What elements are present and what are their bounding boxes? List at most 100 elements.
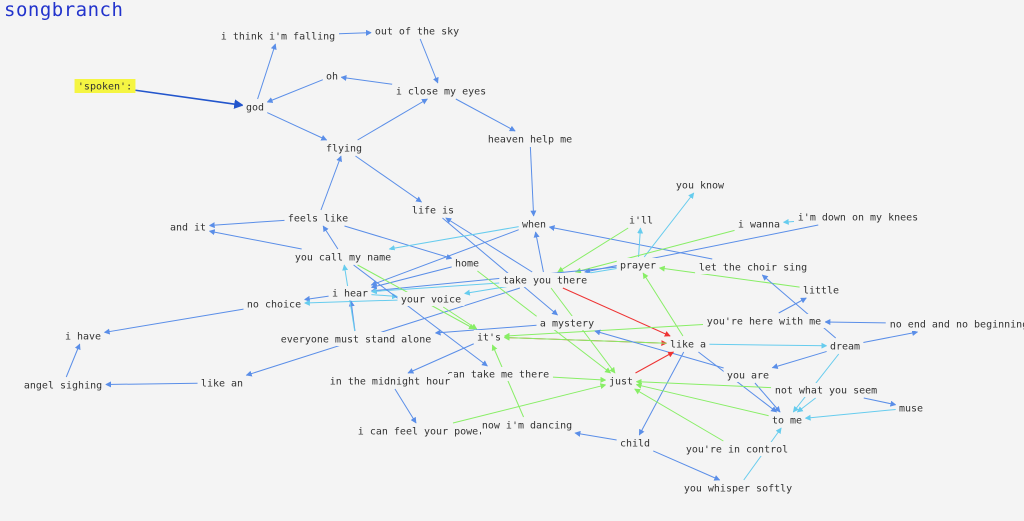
node-can-take[interactable]: can take me there xyxy=(443,367,553,381)
node-background xyxy=(328,286,372,300)
node-choir[interactable]: let the choir sing xyxy=(695,260,811,274)
node-to-me[interactable]: to me xyxy=(768,413,806,427)
app-title: songbranch xyxy=(4,0,124,21)
edge-midnight-to-feel_power xyxy=(394,388,417,424)
node-prayer[interactable]: prayer xyxy=(616,258,660,272)
node-label: your voice xyxy=(401,295,461,306)
node-background xyxy=(326,374,454,388)
node-god[interactable]: god xyxy=(242,100,268,114)
edge-when-to-call_name xyxy=(388,226,519,252)
edge-prayer-to-i_hear xyxy=(370,266,617,294)
node-no-end[interactable]: no end and no beginning xyxy=(885,317,1024,331)
node-dancing[interactable]: now i'm dancing xyxy=(478,418,576,432)
edge-your_voice-to-its xyxy=(442,306,478,330)
node-background xyxy=(484,132,576,146)
node-label: i hear xyxy=(332,289,368,300)
edge-in_control-to-just xyxy=(634,388,724,442)
edge-call_name-to-can_take xyxy=(353,264,488,367)
node-out-sky[interactable]: out of the sky xyxy=(371,24,463,38)
node-child[interactable]: child xyxy=(616,436,654,450)
node-i-have[interactable]: i have xyxy=(61,329,105,343)
node-its[interactable]: it's xyxy=(473,330,505,344)
node-just[interactable]: just xyxy=(605,374,637,388)
node-not-what[interactable]: not what you seem xyxy=(771,383,881,397)
edge-little-to-prayer xyxy=(658,265,800,288)
node-background xyxy=(217,29,339,43)
node-feel-power[interactable]: i can feel your power xyxy=(353,424,489,438)
node-feels-like[interactable]: feels like xyxy=(284,211,352,225)
node-like-an[interactable]: like an xyxy=(197,376,247,390)
edge-to_me-to-just xyxy=(635,382,769,417)
node-heaven[interactable]: heaven help me xyxy=(484,132,576,146)
node-label: let the choir sing xyxy=(699,263,807,274)
node-take-there[interactable]: take you there xyxy=(499,273,591,287)
edge-i_hear-to-your_voice xyxy=(371,293,399,300)
node-label: can take me there xyxy=(447,370,549,381)
edge-i_wanna-to-take_there xyxy=(574,229,735,274)
node-label: home xyxy=(455,259,479,270)
node-background xyxy=(695,260,811,274)
node-i-wanna[interactable]: i wanna xyxy=(734,217,784,231)
node-background xyxy=(284,211,352,225)
node-background xyxy=(166,220,210,234)
node-whisper[interactable]: you whisper softly xyxy=(680,481,796,495)
node-alone[interactable]: everyone must stand alone xyxy=(276,332,436,346)
node-i-hear[interactable]: i hear xyxy=(328,286,372,300)
node-label: muse xyxy=(899,404,923,415)
node-and-it[interactable]: and it xyxy=(166,220,210,234)
node-background xyxy=(242,100,268,114)
node-label: you know xyxy=(676,181,725,192)
edge-think_falling-to-out_sky xyxy=(338,29,372,36)
node-midnight[interactable]: in the midnight hour xyxy=(326,374,454,388)
node-label: child xyxy=(620,439,650,450)
edge-flying-to-close_eyes xyxy=(357,98,428,141)
node-ill[interactable]: i'll xyxy=(625,213,657,227)
node-angel[interactable]: angel sighing xyxy=(20,378,106,392)
edge-call_name-to-feels_like xyxy=(322,225,339,250)
node-label: dream xyxy=(830,342,860,353)
node-background xyxy=(605,374,637,388)
node-label: out of the sky xyxy=(375,27,459,38)
node-background xyxy=(703,314,825,328)
node-label: i'll xyxy=(629,216,653,227)
node-label: flying xyxy=(326,144,362,155)
nodes-layer: 'spoken': god i think i'm falling out of th… xyxy=(20,24,1024,495)
node-when[interactable]: when xyxy=(518,217,550,231)
node-your-voice[interactable]: your voice xyxy=(397,292,465,306)
edge-spoken-to-god xyxy=(135,89,244,109)
node-spoken[interactable]: 'spoken': xyxy=(74,79,136,93)
node-dream[interactable]: dream xyxy=(826,339,864,353)
node-label: not what you seem xyxy=(775,386,877,397)
node-no-choice[interactable]: no choice xyxy=(243,297,305,311)
node-close-eyes[interactable]: i close my eyes xyxy=(392,84,490,98)
node-call-name[interactable]: you call my name xyxy=(291,250,395,264)
node-here-with-me[interactable]: you're here with me xyxy=(703,314,825,328)
node-label: a mystery xyxy=(540,319,594,330)
edge-feels_like-to-home xyxy=(344,225,453,260)
node-background xyxy=(20,378,106,392)
edge-no_choice-to-i_have xyxy=(103,308,244,335)
node-you-are[interactable]: you are xyxy=(723,368,773,382)
node-background xyxy=(478,418,576,432)
node-home[interactable]: home xyxy=(451,256,483,270)
node-in-control[interactable]: you're in control xyxy=(682,442,792,456)
edge-not_what-to-just xyxy=(635,378,772,389)
node-mystery[interactable]: a mystery xyxy=(536,316,598,330)
node-knees[interactable]: i'm down on my knees xyxy=(794,210,922,224)
node-label: i close my eyes xyxy=(396,87,486,98)
node-muse[interactable]: muse xyxy=(895,401,927,415)
node-background xyxy=(397,292,465,306)
node-like-a[interactable]: like a xyxy=(666,337,710,351)
node-oh[interactable]: oh xyxy=(322,69,342,83)
node-life-is[interactable]: life is xyxy=(408,203,458,217)
edge-its-to-midnight xyxy=(407,343,475,374)
node-flying[interactable]: flying xyxy=(322,141,366,155)
node-label: like an xyxy=(201,379,243,390)
node-label: feels like xyxy=(288,214,348,225)
node-label: everyone must stand alone xyxy=(281,335,432,346)
node-you-know[interactable]: you know xyxy=(672,178,728,192)
edge-ill-to-take_there xyxy=(557,227,629,273)
node-think-falling[interactable]: i think i'm falling xyxy=(217,29,339,43)
node-little[interactable]: little xyxy=(799,283,843,297)
